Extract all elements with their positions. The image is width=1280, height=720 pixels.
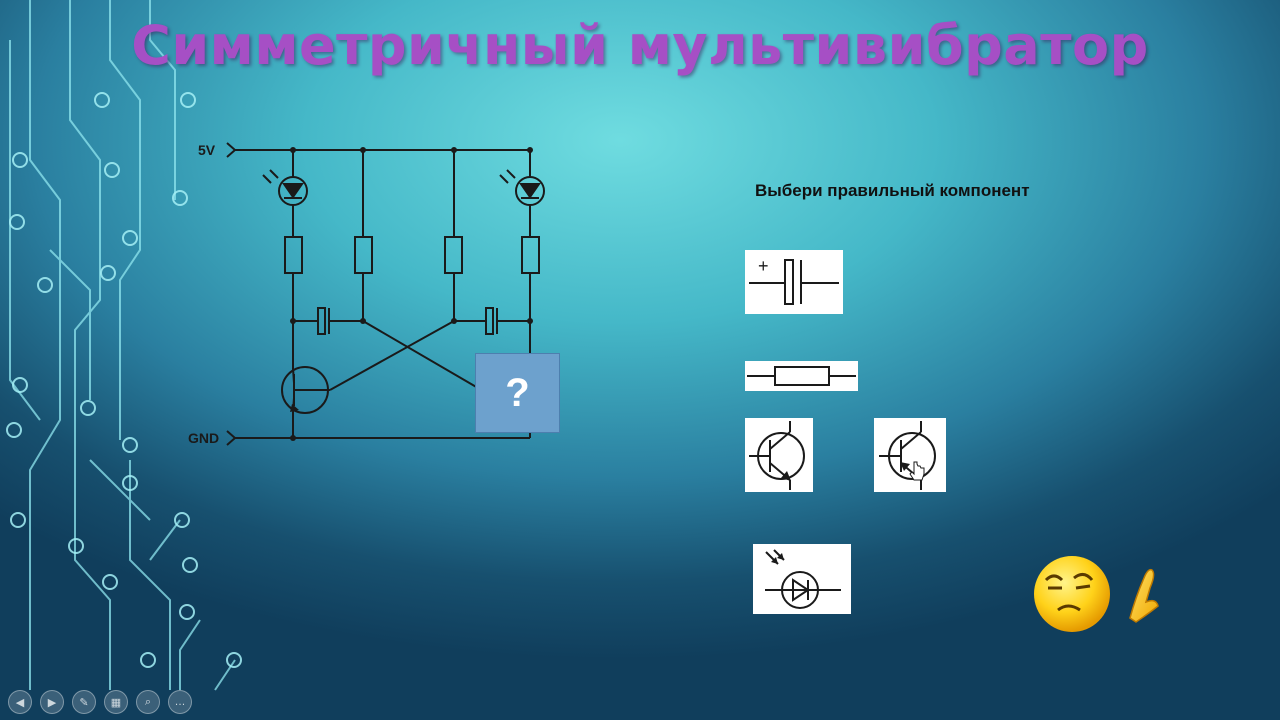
presentation-toolbar: ◀ ▶ ✎ ▦ ⌕ … <box>8 690 192 714</box>
zoom-button[interactable]: ⌕ <box>136 690 160 714</box>
slides-button[interactable]: ▦ <box>104 690 128 714</box>
multivibrator-schematic: 5V GND <box>188 142 545 446</box>
slide-title: Симметричный мультивибратор <box>131 14 1149 77</box>
next-slide-button[interactable]: ▶ <box>40 690 64 714</box>
previous-icon: ◀ <box>15 696 25 709</box>
choice-led[interactable] <box>753 544 851 614</box>
more-icon: … <box>174 696 186 708</box>
missing-component-slot[interactable]: ? <box>475 353 560 433</box>
led-icon <box>765 549 841 609</box>
choice-pnp-transistor[interactable] <box>874 418 946 492</box>
more-button[interactable]: … <box>168 690 192 714</box>
next-icon: ▶ <box>47 696 57 709</box>
resistor-icon <box>747 366 856 386</box>
vcc-label: 5V <box>198 142 216 158</box>
hand-cursor-icon <box>909 461 925 481</box>
choice-prompt: Выбери правильный компонент <box>755 181 1030 200</box>
polarized-capacitor-icon: + <box>749 256 839 305</box>
plus-label: + <box>758 256 769 276</box>
choice-npn-transistor[interactable] <box>745 418 813 492</box>
npn-transistor-icon <box>749 421 805 490</box>
gnd-label: GND <box>188 430 219 446</box>
pen-icon: ✎ <box>79 696 89 709</box>
choice-resistor[interactable] <box>745 361 858 391</box>
previous-slide-button[interactable]: ◀ <box>8 690 32 714</box>
thinking-emoji-icon <box>1034 556 1159 632</box>
pen-button[interactable]: ✎ <box>72 690 96 714</box>
zoom-icon: ⌕ <box>144 695 152 708</box>
pnp-transistor-icon <box>879 421 936 490</box>
choice-capacitor[interactable]: + <box>745 250 843 314</box>
question-mark: ? <box>505 370 530 415</box>
circuit-board-decoration <box>6 0 242 691</box>
slides-icon: ▦ <box>110 696 122 709</box>
